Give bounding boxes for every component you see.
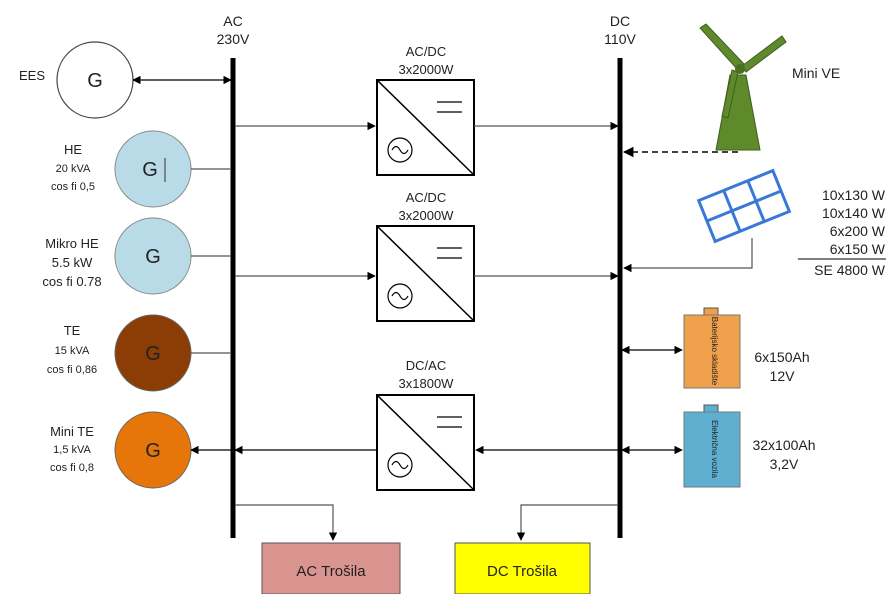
dc-bus-label: DC 110V <box>604 13 636 47</box>
svg-text:12V: 12V <box>770 368 796 384</box>
ees-label: EES <box>19 68 45 83</box>
mikro-he-symbol: G <box>145 246 161 268</box>
ees-symbol: G <box>87 70 103 92</box>
dc-loads-box: DC Trošila <box>454 542 591 594</box>
svg-text:6x200 W: 6x200 W <box>830 223 886 239</box>
dc-loads-connection <box>516 504 618 541</box>
ac-loads-connection <box>235 504 338 541</box>
svg-text:DC Trošila: DC Trošila <box>487 563 558 580</box>
converter-acdc-1: AC/DC 3x2000W <box>376 44 475 176</box>
he-symbol: G <box>142 159 158 181</box>
svg-text:cos fi 0,86: cos fi 0,86 <box>47 364 97 376</box>
wind-turbine-label: Mini VE <box>792 65 840 81</box>
svg-text:DC: DC <box>610 13 630 29</box>
solar-specs: 10x130 W 10x140 W 6x200 W 6x150 W SE 480… <box>798 187 886 278</box>
svg-text:3x1800W: 3x1800W <box>399 376 455 391</box>
svg-text:HE: HE <box>64 142 82 157</box>
wind-turbine-icon <box>699 23 787 151</box>
svg-text:110V: 110V <box>604 31 636 47</box>
solar-total: SE 4800 W <box>814 262 886 278</box>
svg-text:10x130 W: 10x130 W <box>822 187 886 203</box>
svg-text:TE: TE <box>64 323 81 338</box>
electric-vehicle-inner-label: Električna vozila <box>710 420 719 478</box>
ac-loads-box: AC Trošila <box>261 542 401 594</box>
svg-text:3,2V: 3,2V <box>770 456 799 472</box>
electric-vehicle-spec: 32x100Ah 3,2V <box>752 437 815 472</box>
electric-vehicle-battery-icon: Električna vozila <box>683 404 741 488</box>
svg-text:3x2000W: 3x2000W <box>399 62 455 77</box>
svg-text:AC/DC: AC/DC <box>406 44 446 59</box>
svg-text:15 kVA: 15 kVA <box>55 345 90 357</box>
svg-text:AC Trošila: AC Trošila <box>296 563 366 580</box>
svg-text:6x150Ah: 6x150Ah <box>754 349 809 365</box>
svg-text:1,5 kVA: 1,5 kVA <box>53 444 91 456</box>
svg-text:Mikro HE: Mikro HE <box>45 236 99 251</box>
svg-text:20 kVA: 20 kVA <box>56 163 91 175</box>
svg-text:DC/AC: DC/AC <box>406 358 446 373</box>
svg-text:3x2000W: 3x2000W <box>399 208 455 223</box>
generator-ees: EES G <box>19 41 134 119</box>
generator-mikro-he: Mikro HE 5.5 kW cos fi 0.78 G <box>42 217 192 295</box>
generator-te: TE 15 kVA cos fi 0,86 G <box>47 314 192 392</box>
svg-text:AC/DC: AC/DC <box>406 190 446 205</box>
battery-storage-spec: 6x150Ah 12V <box>754 349 809 384</box>
svg-text:Mini TE: Mini TE <box>50 424 94 439</box>
svg-text:cos fi 0,8: cos fi 0,8 <box>50 462 94 474</box>
solar-connection <box>623 238 753 273</box>
mini-te-symbol: G <box>145 440 161 462</box>
converter-acdc-2: AC/DC 3x2000W <box>376 190 475 322</box>
svg-text:230V: 230V <box>217 31 250 47</box>
svg-text:AC: AC <box>223 13 242 29</box>
generator-he: HE 20 kVA cos fi 0,5 G <box>51 130 192 208</box>
svg-text:32x100Ah: 32x100Ah <box>752 437 815 453</box>
svg-text:10x140 W: 10x140 W <box>822 205 886 221</box>
generator-mini-te: Mini TE 1,5 kVA cos fi 0,8 G <box>50 411 192 489</box>
svg-text:cos fi 0.78: cos fi 0.78 <box>42 274 101 289</box>
ac-bus-label: AC 230V <box>217 13 250 47</box>
solar-panel-icon <box>696 168 792 244</box>
svg-text:5.5 kW: 5.5 kW <box>52 255 93 270</box>
te-symbol: G <box>145 343 161 365</box>
battery-storage-icon: Baterijsko skladište <box>683 307 741 389</box>
converter-dcac: DC/AC 3x1800W <box>376 358 475 491</box>
svg-text:cos fi 0,5: cos fi 0,5 <box>51 181 95 193</box>
battery-storage-inner-label: Baterijsko skladište <box>710 317 719 386</box>
svg-text:6x150 W: 6x150 W <box>830 241 886 257</box>
